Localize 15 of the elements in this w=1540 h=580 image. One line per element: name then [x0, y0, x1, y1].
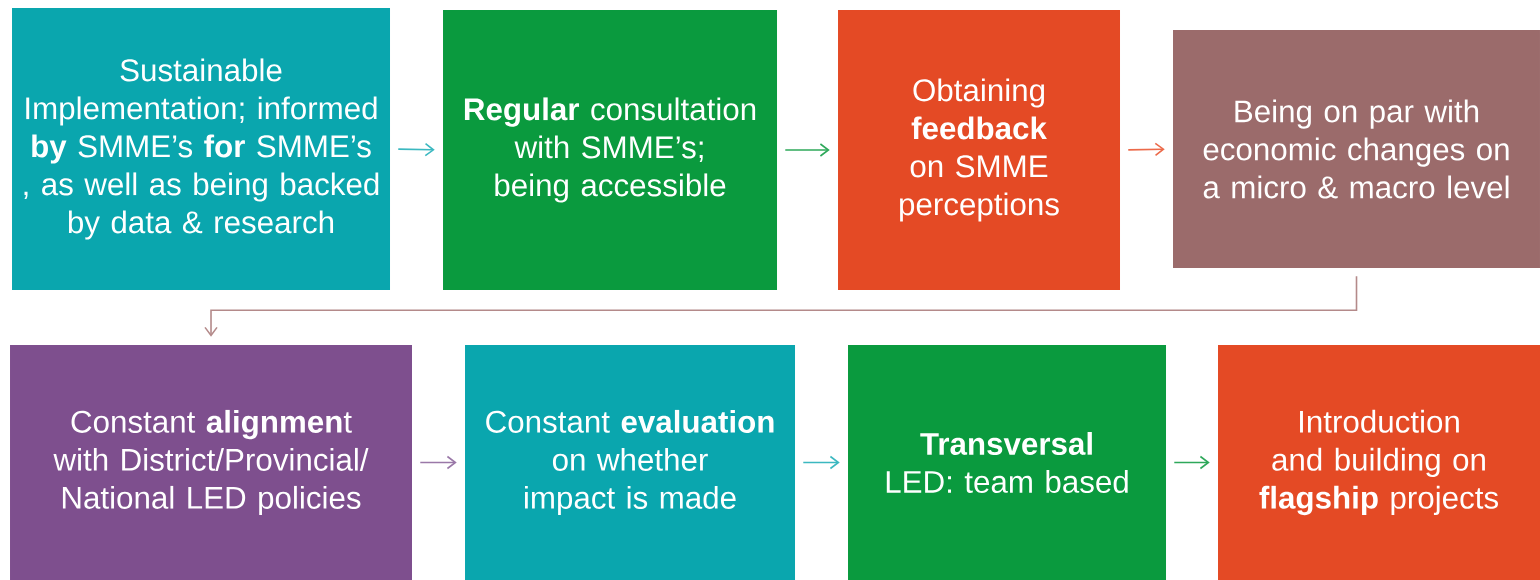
arrow	[419, 455, 457, 470]
arrow	[204, 275, 1358, 337]
arrow	[397, 142, 435, 157]
process-box: Constant evaluation on whether impact is made	[465, 345, 795, 580]
process-box: Being on par with economic changes on a micro & macro level	[1173, 30, 1540, 268]
process-box: Obtaining feedback on SMME perceptions	[838, 10, 1120, 290]
process-box: Sustainable Implementation; informed by SMME’s for SMME’s , as well as being backed by data & research	[12, 8, 390, 290]
arrow	[802, 455, 840, 470]
process-box: Transversal LED: team based	[848, 345, 1166, 580]
arrow	[1127, 142, 1165, 157]
arrow	[784, 143, 830, 157]
arrow	[1173, 455, 1210, 470]
process-box: Constant alignment with District/Provincial/ National LED policies	[10, 345, 412, 580]
process-box: Regular consultation with SMME’s; being accessible	[443, 10, 777, 290]
process-box: Introduction and building on flagship projects	[1218, 345, 1540, 580]
